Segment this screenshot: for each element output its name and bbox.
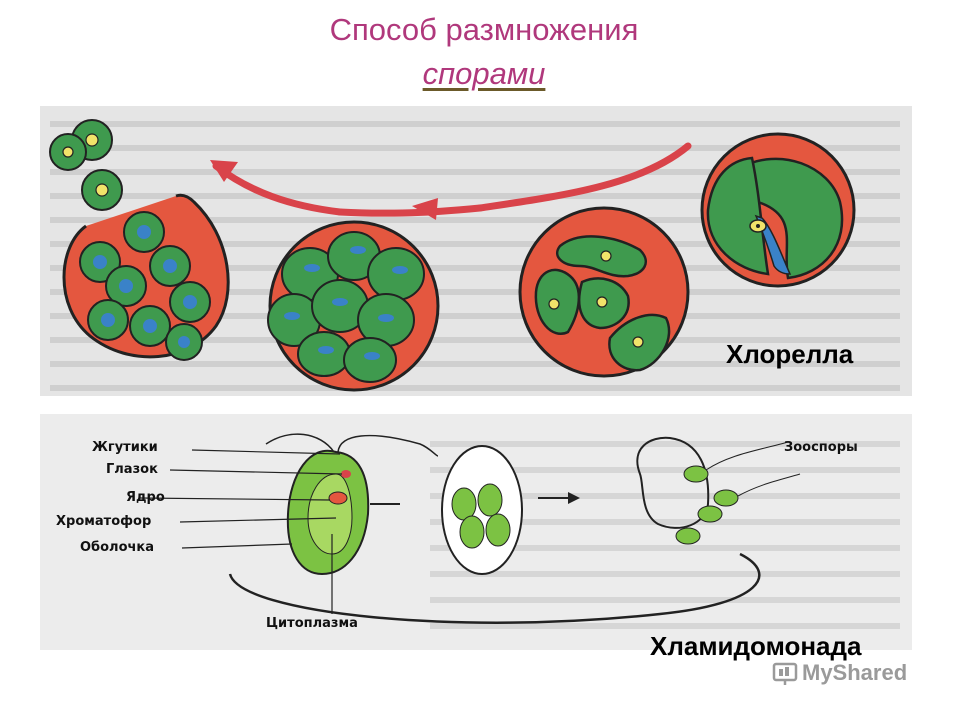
- arrow-head-2: [210, 160, 238, 182]
- presentation-logo-icon: [772, 662, 798, 685]
- empty-cell-wall: [636, 436, 710, 529]
- label-eyespot: Глазок: [106, 462, 158, 477]
- life-cycle-loop: [228, 552, 761, 624]
- chlamydomonas-illustration: [40, 414, 912, 650]
- chlorella-mother-cell: [700, 132, 856, 288]
- arrow-head-1: [412, 198, 438, 220]
- subtitle-text: спорами: [422, 56, 546, 91]
- label-cytoplasm: Цитоплазма: [266, 616, 358, 631]
- label-zoospores: Зооспоры: [784, 440, 858, 455]
- watermark: MyShared: [772, 660, 907, 686]
- label-chromatophore: Хроматофор: [56, 514, 152, 529]
- label-flagella: Жгутики: [92, 440, 158, 455]
- chlorella-illustration: [40, 106, 912, 396]
- zoospores: [675, 441, 801, 545]
- slide-subtitle: спорами: [0, 56, 960, 92]
- chlamydomonas-adult-cell: [265, 433, 439, 576]
- arrow-head-a: [568, 492, 580, 504]
- chlamydomonas-diagram: [139, 433, 900, 629]
- label-nucleus: Ядро: [126, 490, 165, 505]
- slide-title: Способ размножения: [329, 12, 639, 47]
- chlorella-cell-with-spores: [267, 220, 440, 392]
- chlorella-dividing-cell-4: [518, 206, 690, 378]
- chlorella-diagram: [49, 119, 900, 392]
- label-cell-wall: Оболочка: [80, 540, 155, 555]
- organism-label-chlorella: Хлорелла: [726, 339, 854, 369]
- process-arrows: [370, 497, 568, 505]
- organism-label-chlamydomonas: Хламидомонада: [650, 631, 862, 661]
- label-leader-lines: [139, 449, 343, 614]
- process-arrows: [212, 142, 692, 217]
- chlamydomonas-sporangium: [441, 445, 523, 575]
- chlorella-releasing-spores: [49, 119, 230, 361]
- watermark-text: MyShared: [802, 660, 908, 685]
